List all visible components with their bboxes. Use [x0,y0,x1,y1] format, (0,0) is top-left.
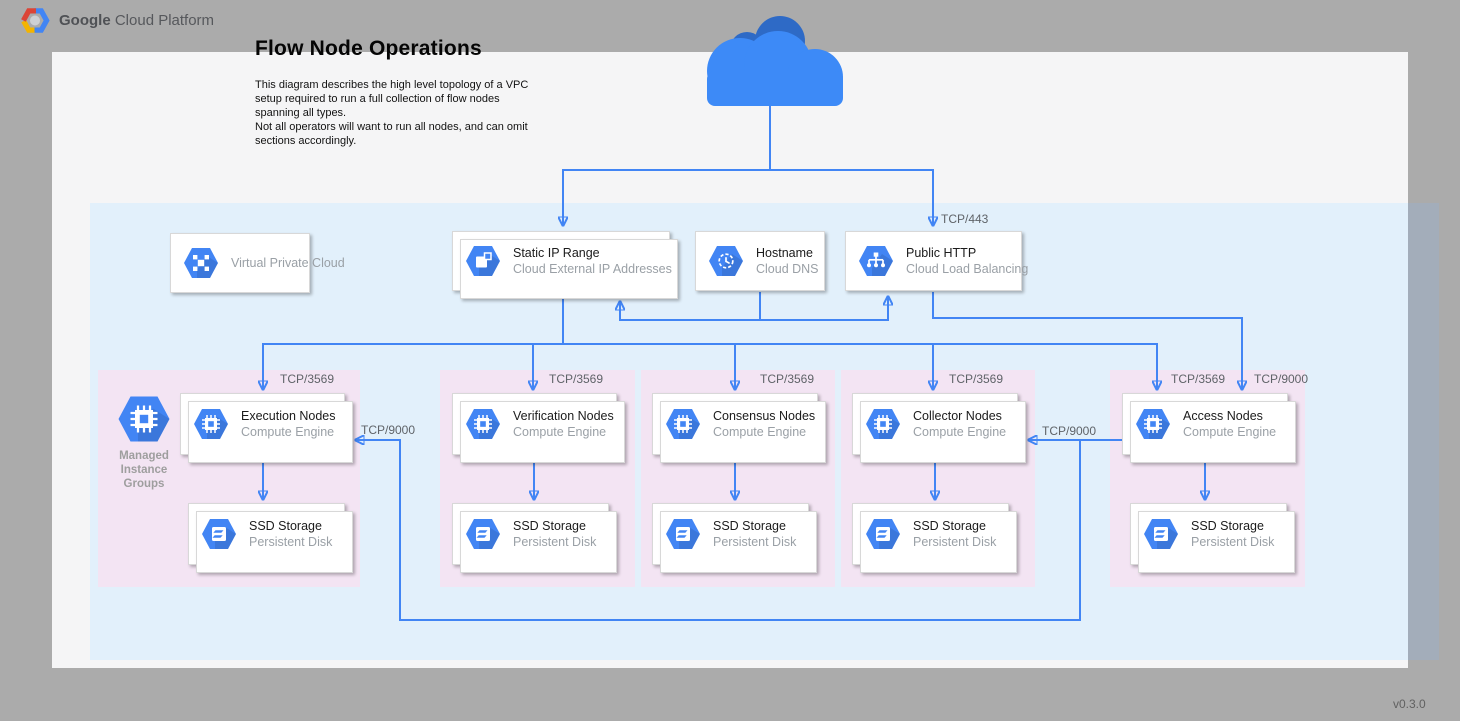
execution-ssd-title: SSD Storage [249,519,322,533]
hostname-title: Hostname [756,246,813,260]
vpc-icon [184,248,218,278]
access-ssd-title: SSD Storage [1191,519,1264,533]
virtual-private-cloud-card: Virtual Private Cloud [170,233,345,293]
compute-engine-icon [194,409,228,439]
consensus-ssd-title: SSD Storage [713,519,786,533]
tcp-9000-label-access: TCP/9000 [1254,372,1309,386]
compute-engine-icon [866,409,900,439]
vpc-network-zone-overflow [1408,203,1439,660]
public-http-subtitle: Cloud Load Balancing [906,262,1029,276]
gcp-logo-icon [21,8,50,33]
execution-nodes-card: Execution Nodes Compute Engine [180,393,353,463]
execution-ssd-subtitle: Persistent Disk [249,535,333,549]
tcp-3569-label-consensus: TCP/3569 [760,372,815,386]
collector-ssd-card: SSD Storage Persistent Disk [852,503,1017,573]
diagram-description: This diagram describes the high level to… [255,79,529,147]
consensus-nodes-title: Consensus Nodes [713,409,816,423]
external-ip-icon [466,246,500,276]
tcp-443-label: TCP/443 [941,212,989,226]
page-title: Flow Node Operations [255,37,482,60]
tcp-9000-label-collector: TCP/9000 [1042,424,1097,438]
verification-nodes-title: Verification Nodes [513,409,614,423]
collector-nodes-card: Collector Nodes Compute Engine [852,393,1026,463]
verification-nodes-subtitle: Compute Engine [513,425,607,439]
collector-ssd-title: SSD Storage [913,519,986,533]
persistent-disk-icon [666,519,700,549]
access-ssd-card: SSD Storage Persistent Disk [1130,503,1295,573]
vpc-card-label: Virtual Private Cloud [231,256,345,270]
compute-engine-icon [666,409,700,439]
persistent-disk-icon [202,519,236,549]
compute-engine-icon [466,409,500,439]
brand-cloud-platform: Cloud Platform [114,12,215,29]
load-balancing-icon [859,246,893,276]
execution-ssd-card: SSD Storage Persistent Disk [188,503,353,573]
tcp-3569-label-execution: TCP/3569 [280,372,335,386]
consensus-nodes-card: Consensus Nodes Compute Engine [652,393,826,463]
public-http-card: Public HTTP Cloud Load Balancing [845,231,1028,291]
verification-nodes-card: Verification Nodes Compute Engine [452,393,625,463]
managed-instance-groups-icon [118,396,170,442]
access-nodes-card: Access Nodes Compute Engine [1122,393,1296,463]
persistent-disk-icon [1144,519,1178,549]
persistent-disk-icon [866,519,900,549]
collector-nodes-subtitle: Compute Engine [913,425,1007,439]
tcp-3569-label-access: TCP/3569 [1171,372,1226,386]
gcp-brand-text: Google Cloud Platform [59,12,214,29]
persistent-disk-icon [466,519,500,549]
hostname-subtitle: Cloud DNS [756,262,819,276]
access-ssd-subtitle: Persistent Disk [1191,535,1275,549]
verification-ssd-subtitle: Persistent Disk [513,535,597,549]
version-label: v0.3.0 [1393,697,1426,711]
brand-google: Google [59,12,111,29]
internet-cloud-icon [707,16,843,106]
collector-nodes-title: Collector Nodes [913,409,1002,423]
tcp-9000-label-execution: TCP/9000 [361,423,416,437]
consensus-nodes-subtitle: Compute Engine [713,425,807,439]
execution-nodes-subtitle: Compute Engine [241,425,335,439]
cloud-dns-icon [709,246,743,276]
execution-nodes-title: Execution Nodes [241,409,336,423]
tcp-3569-label-collector: TCP/3569 [949,372,1004,386]
public-http-title: Public HTTP [906,246,977,260]
gcp-brand: Google Cloud Platform [20,7,214,34]
verification-ssd-title: SSD Storage [513,519,586,533]
consensus-ssd-card: SSD Storage Persistent Disk [652,503,817,573]
static-ip-subtitle: Cloud External IP Addresses [513,262,672,276]
compute-engine-icon [1136,409,1170,439]
tcp-3569-label-verification: TCP/3569 [549,372,604,386]
static-ip-range-card: Static IP Range Cloud External IP Addres… [452,231,678,299]
consensus-ssd-subtitle: Persistent Disk [713,535,797,549]
collector-ssd-subtitle: Persistent Disk [913,535,997,549]
access-nodes-subtitle: Compute Engine [1183,425,1277,439]
verification-ssd-card: SSD Storage Persistent Disk [452,503,617,573]
managed-instance-groups-label: Managed Instance Groups [119,450,169,490]
static-ip-title: Static IP Range [513,246,600,260]
access-nodes-title: Access Nodes [1183,409,1263,423]
hostname-card: Hostname Cloud DNS [695,231,825,291]
